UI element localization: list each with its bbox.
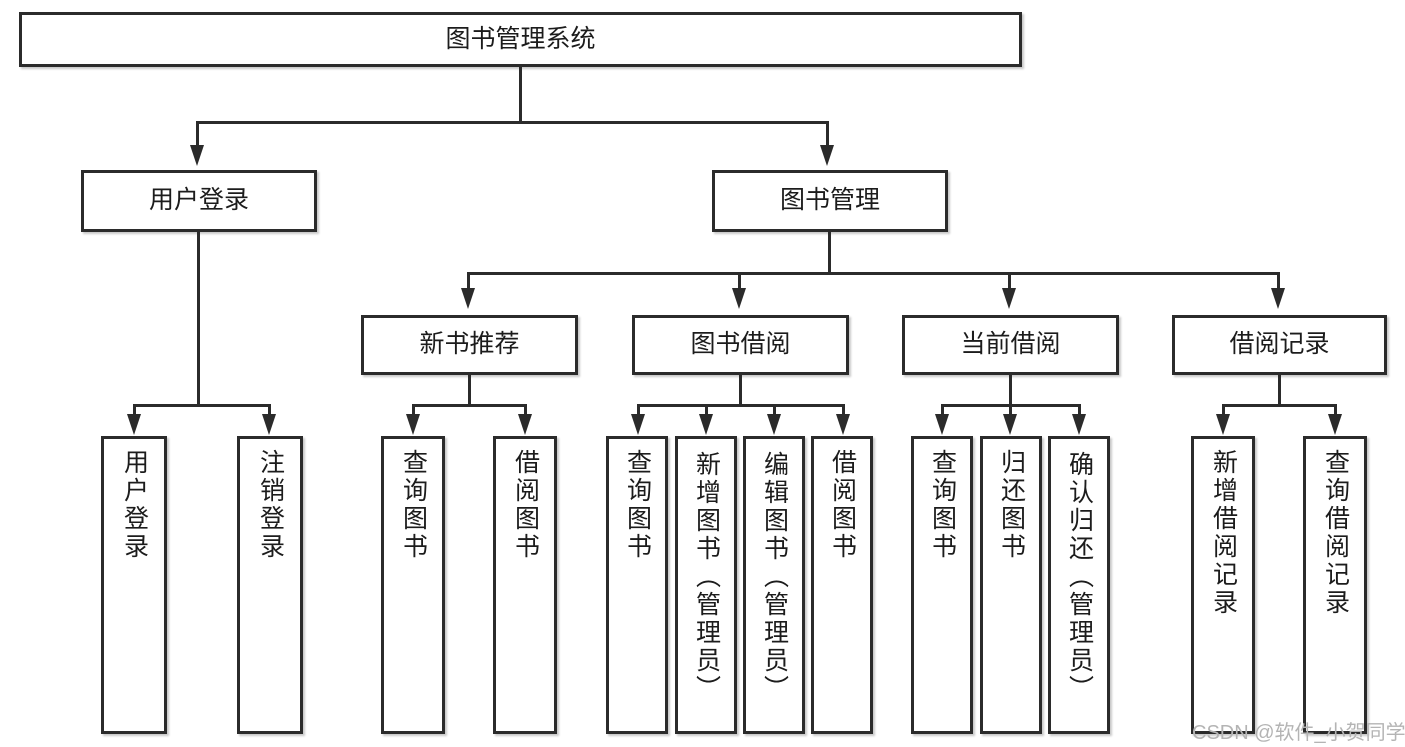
leaf-book-borrow-add-admin[interactable]: 新增图书（管理员） [675, 436, 737, 734]
connector-root-stem [519, 67, 522, 123]
connector-current-borrow-stem [1009, 375, 1012, 406]
connector-user-login-stem [197, 232, 200, 407]
arrowhead-book-borrow-leaf-4 [836, 414, 850, 435]
arrowhead-book-borrow-leaf-2 [699, 414, 713, 435]
node-root-system[interactable]: 图书管理系统 [19, 12, 1022, 67]
connector-book-borrow-stem [739, 375, 742, 406]
arrowhead-root-to-book-manage [820, 145, 834, 166]
connector-book-borrow-drop-3 [773, 404, 776, 416]
leaf-borrow-record-query[interactable]: 查询借阅记录 [1303, 436, 1367, 734]
arrowhead-to-book-borrow [732, 288, 746, 309]
node-label: 新书推荐 [419, 330, 520, 359]
leaf-user-login-login[interactable]: 用户登录 [101, 436, 167, 734]
node-label: 编辑图书（管理员） [760, 451, 789, 703]
connector-root-to-book-manage [826, 121, 829, 147]
arrowhead-to-new-book-rec [461, 288, 475, 309]
connector-current-borrow-drop-2 [1009, 404, 1012, 416]
leaf-book-borrow-query[interactable]: 查询图书 [606, 436, 668, 734]
node-label: 用户登录 [120, 449, 149, 561]
connector-new-book-rec-drop-1 [412, 404, 415, 416]
node-label: 用户登录 [148, 186, 249, 215]
arrowhead-borrow-record-leaf-1 [1216, 414, 1230, 435]
connector-new-book-rec-bus [412, 404, 527, 407]
node-label: 借阅图书 [511, 449, 540, 561]
node-label: 查询图书 [928, 449, 957, 561]
arrowhead-book-borrow-leaf-1 [631, 414, 645, 435]
node-label: 查询图书 [623, 449, 652, 561]
arrowhead-new-book-rec-leaf-2 [518, 414, 532, 435]
arrowhead-root-to-user-login [190, 145, 204, 166]
connector-borrow-record-drop-2 [1334, 404, 1337, 416]
connector-book-manage-stem [828, 232, 831, 274]
connector-book-manage-drop-4 [1277, 272, 1280, 290]
node-book-manage[interactable]: 图书管理 [712, 170, 948, 232]
arrowhead-user-login-leaf-2 [262, 414, 276, 435]
connector-book-manage-drop-2 [738, 272, 741, 290]
arrowhead-to-current-borrow [1002, 288, 1016, 309]
connector-borrow-record-drop-1 [1222, 404, 1225, 416]
node-label: 借阅图书 [828, 449, 857, 561]
node-user-login[interactable]: 用户登录 [81, 170, 317, 232]
connector-book-manage-bus [467, 272, 1280, 275]
node-current-borrow[interactable]: 当前借阅 [902, 315, 1119, 375]
arrowhead-current-borrow-leaf-2 [1003, 414, 1017, 435]
connector-book-borrow-drop-4 [842, 404, 845, 416]
arrowhead-book-borrow-leaf-3 [767, 414, 781, 435]
leaf-book-borrow-borrow[interactable]: 借阅图书 [811, 436, 873, 734]
node-label: 查询借阅记录 [1321, 449, 1350, 617]
connector-book-borrow-bus [637, 404, 845, 407]
connector-root-to-user-login [196, 121, 199, 147]
arrowhead-to-borrow-record [1271, 288, 1285, 309]
leaf-book-borrow-edit-admin[interactable]: 编辑图书（管理员） [743, 436, 805, 734]
node-label: 新增图书（管理员） [692, 451, 721, 703]
node-borrow-record[interactable]: 借阅记录 [1172, 315, 1387, 375]
arrowhead-current-borrow-leaf-1 [935, 414, 949, 435]
leaf-user-login-logout[interactable]: 注销登录 [237, 436, 303, 734]
node-label: 查询图书 [399, 449, 428, 561]
arrowhead-current-borrow-leaf-3 [1072, 414, 1086, 435]
connector-user-login-bus [133, 404, 271, 407]
connector-user-login-drop-1 [133, 404, 136, 416]
node-label: 图书借阅 [690, 330, 791, 359]
leaf-current-borrow-query[interactable]: 查询图书 [911, 436, 973, 734]
connector-book-manage-drop-1 [467, 272, 470, 290]
connector-user-login-drop-2 [268, 404, 271, 416]
node-label: 图书管理系统 [445, 24, 596, 53]
leaf-current-borrow-return[interactable]: 归还图书 [980, 436, 1042, 734]
leaf-new-book-rec-borrow[interactable]: 借阅图书 [493, 436, 557, 734]
node-label: 当前借阅 [960, 330, 1061, 359]
connector-current-borrow-drop-1 [941, 404, 944, 416]
connector-borrow-record-bus [1222, 404, 1337, 407]
connector-book-manage-drop-3 [1008, 272, 1011, 290]
connector-new-book-rec-stem [468, 375, 471, 406]
connector-borrow-record-stem [1278, 375, 1281, 406]
connector-book-borrow-drop-1 [637, 404, 640, 416]
arrowhead-user-login-leaf-1 [127, 414, 141, 435]
node-label: 图书管理 [779, 186, 880, 215]
connector-current-borrow-drop-3 [1078, 404, 1081, 416]
leaf-current-borrow-confirm-admin[interactable]: 确认归还（管理员） [1048, 436, 1110, 734]
node-label: 借阅记录 [1229, 330, 1330, 359]
connector-book-borrow-drop-2 [705, 404, 708, 416]
connector-root-bus [196, 121, 829, 124]
leaf-borrow-record-add[interactable]: 新增借阅记录 [1191, 436, 1255, 734]
connector-new-book-rec-drop-2 [524, 404, 527, 416]
node-label: 确认归还（管理员） [1065, 451, 1094, 703]
node-new-book-recommend[interactable]: 新书推荐 [361, 315, 578, 375]
node-label: 注销登录 [256, 449, 285, 561]
node-label: 归还图书 [997, 449, 1026, 561]
node-book-borrow[interactable]: 图书借阅 [632, 315, 849, 375]
leaf-new-book-rec-query[interactable]: 查询图书 [381, 436, 445, 734]
node-label: 新增借阅记录 [1209, 449, 1238, 617]
arrowhead-new-book-rec-leaf-1 [406, 414, 420, 435]
arrowhead-borrow-record-leaf-2 [1328, 414, 1342, 435]
